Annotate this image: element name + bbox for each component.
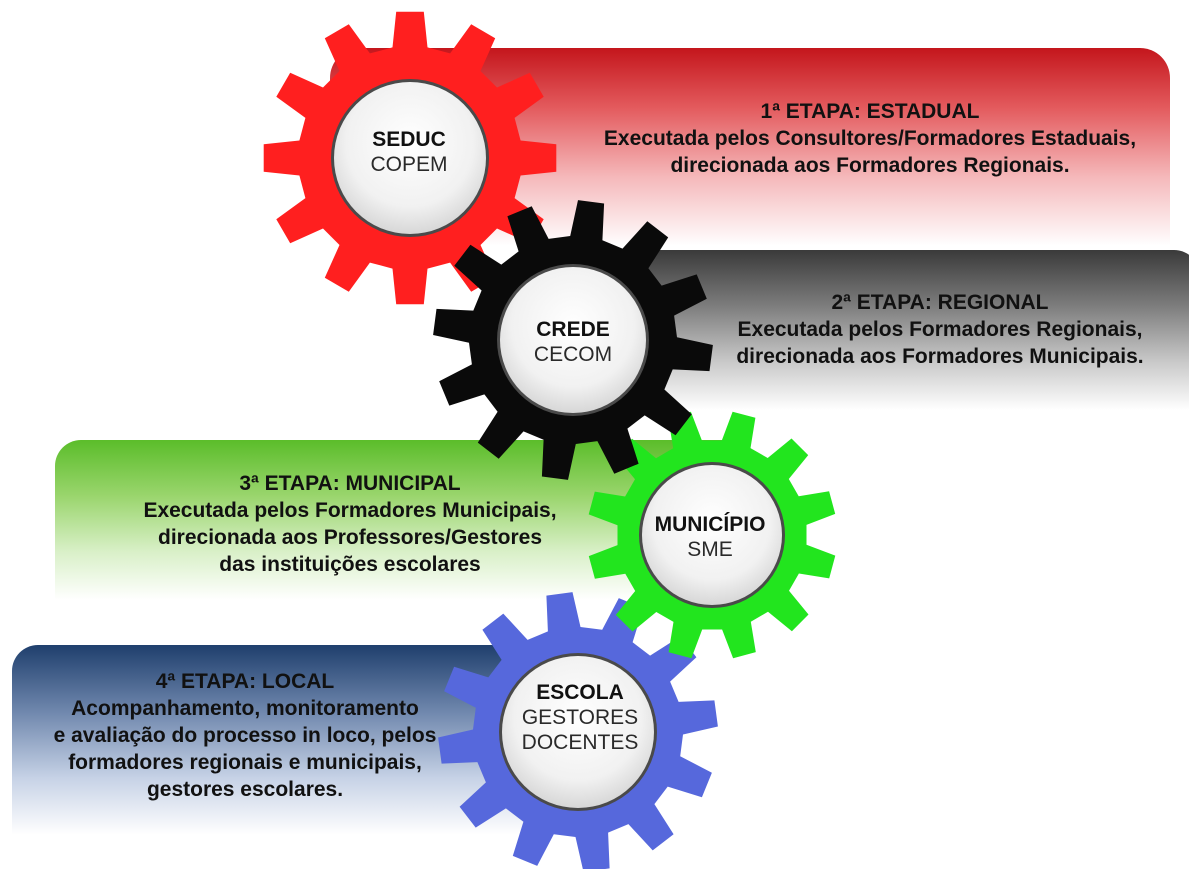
- stage-2-line-1: Executada pelos Formadores Regionais,: [737, 318, 1143, 341]
- stage-3-line-1: Executada pelos Formadores Municipais,: [143, 499, 557, 522]
- gear-3-title: MUNICÍPIO: [654, 513, 766, 536]
- gear-1-subtitle: COPEM: [370, 153, 448, 176]
- gear-2-subtitle: CECOM: [533, 343, 613, 366]
- gear-4-hole: [502, 656, 654, 808]
- gear-4-label: ESCOLA GESTORES DOCENTES: [505, 680, 655, 755]
- gear-4: [438, 592, 718, 869]
- stage-1-line-2: direcionada aos Formadores Regionais.: [670, 154, 1070, 177]
- gear-2-title: CREDE: [536, 318, 610, 341]
- gear-1-title: SEDUC: [372, 128, 446, 151]
- gear-1-label: SEDUC COPEM: [334, 127, 484, 177]
- stage-4-line-1: Acompanhamento, monitoramento: [71, 697, 419, 720]
- gear-4-title: ESCOLA: [536, 681, 624, 704]
- stage-1-line-1: Executada pelos Consultores/Formadores E…: [603, 127, 1137, 150]
- stage-1-text: 1ª ETAPA: ESTADUAL Executada pelos Consu…: [560, 98, 1180, 179]
- stage-2-heading: 2ª ETAPA: REGIONAL: [831, 291, 1049, 314]
- gear-2-hole: [500, 267, 646, 413]
- stage-4-line-3: formadores regionais e municipais,: [68, 751, 422, 774]
- gear-1-hole: [334, 82, 486, 234]
- gear-3-subtitle: SME: [687, 538, 733, 561]
- stage-3-line-2: direcionada aos Professores/Gestores: [158, 526, 542, 549]
- gear-3-label: MUNICÍPIO SME: [635, 512, 785, 562]
- stage-1-heading: 1ª ETAPA: ESTADUAL: [760, 100, 980, 123]
- stage-3-heading: 3ª ETAPA: MUNICIPAL: [239, 472, 461, 495]
- stage-4-text: 4ª ETAPA: LOCAL Acompanhamento, monitora…: [15, 668, 475, 803]
- stage-3-line-3: das instituições escolares: [219, 553, 481, 576]
- stage-3-text: 3ª ETAPA: MUNICIPAL Executada pelos Form…: [90, 470, 610, 578]
- gear-4-subtitle-1: GESTORES: [521, 706, 639, 729]
- gear-3-hole: [642, 465, 782, 605]
- stage-4-heading: 4ª ETAPA: LOCAL: [155, 670, 335, 693]
- gear-1: [263, 11, 557, 305]
- gear-2: [433, 200, 713, 480]
- stage-4-line-4: gestores escolares.: [146, 778, 344, 801]
- gear-2-label: CREDE CECOM: [498, 317, 648, 367]
- gear-4-subtitle-2: DOCENTES: [521, 731, 639, 754]
- stage-4-line-2: e avaliação do processo in loco, pelos: [53, 724, 437, 747]
- stage-2-line-2: direcionada aos Formadores Municipais.: [736, 345, 1144, 368]
- stage-2-text: 2ª ETAPA: REGIONAL Executada pelos Forma…: [700, 289, 1180, 370]
- gear-3: [588, 411, 836, 659]
